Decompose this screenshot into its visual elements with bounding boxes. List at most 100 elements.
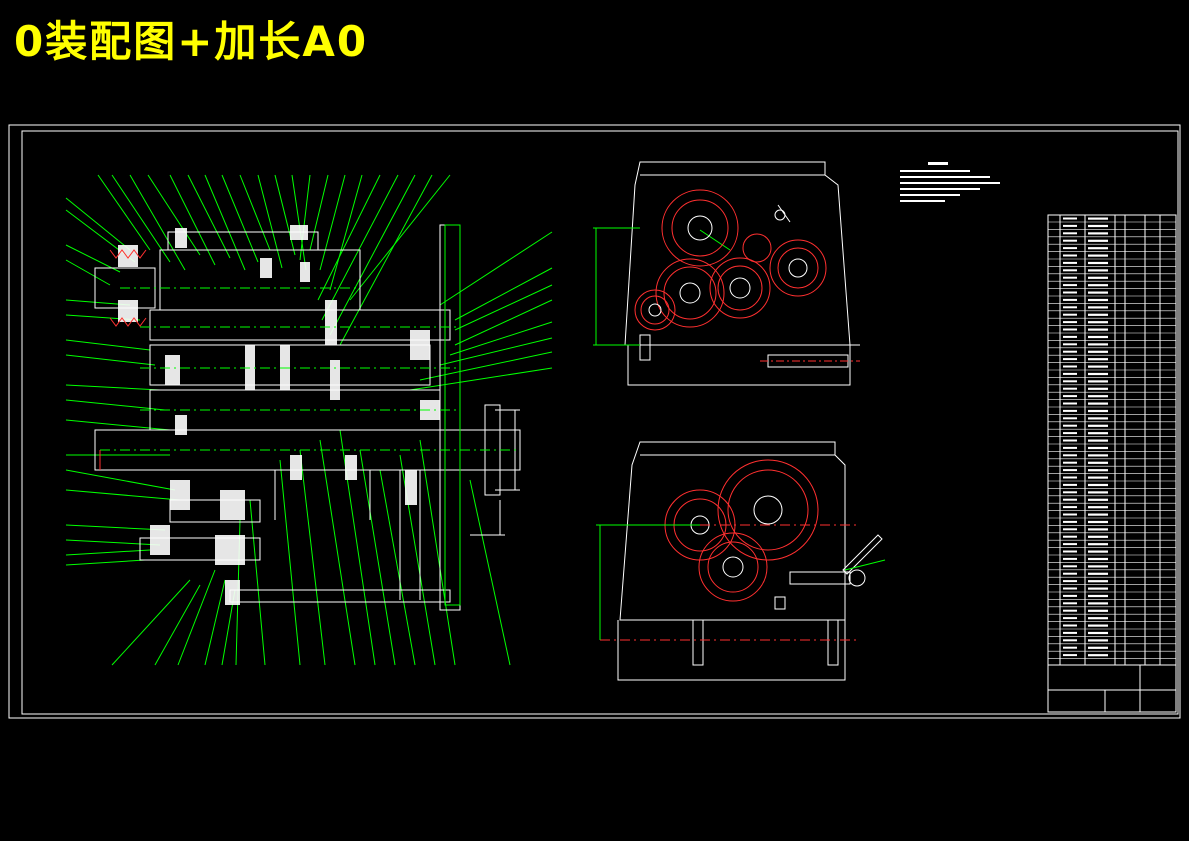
outer-frame [8,124,1181,719]
table-row-text-mark [1063,528,1077,531]
table-row-text-mark [1088,328,1108,331]
table-row-text-mark [1063,276,1077,279]
table-row-text-mark [1088,306,1108,309]
table-row-text-mark [1063,476,1077,479]
table-row-text-mark [1088,513,1108,516]
top-view-gears [634,189,827,331]
table-row-text-mark [1088,506,1108,509]
gear-hatch [118,225,440,605]
table-row-text-mark [1063,565,1077,568]
table-row-text-mark [1063,446,1077,449]
table-row-text-mark [1088,343,1108,346]
table-row-text-mark [1063,395,1077,398]
table-row-text-mark [1063,217,1077,220]
table-row-text-mark [1088,439,1108,442]
table-row-text-mark [1063,387,1077,390]
leader-lines-left [65,197,181,566]
table-row-text-mark [1088,535,1108,538]
table-row-text-mark [1088,587,1108,590]
table-row-text-mark [1063,572,1077,575]
table-row-text-mark [1088,358,1108,361]
table-row-text-mark [1063,239,1077,242]
table-row-text-mark [1063,358,1077,361]
table-row-text-mark [1063,594,1077,597]
table-row-text-mark [1063,550,1077,553]
table-row-text-mark [1088,350,1108,353]
table-row-text-mark [1063,646,1077,649]
table-row-text-mark [1088,454,1108,457]
table-row-text-mark [1088,639,1108,642]
table-row-text-mark [1088,409,1108,413]
table-row-text-mark [1063,321,1077,324]
table-row-text-mark [1063,520,1077,523]
table-row-text-mark [1088,402,1108,405]
table-row-text-mark [1088,550,1108,553]
table-row-text-mark [1063,580,1077,583]
table-row-text-mark [1088,365,1108,368]
parts-list-rows [1048,221,1176,659]
parts-list-text [1063,217,1108,657]
table-row-text-mark [1063,372,1077,375]
table-row-text-mark [1088,284,1108,287]
table-row-text-mark [1063,454,1077,457]
leader-lines-top [97,174,451,346]
top-view-notes [900,162,1000,202]
table-row-text-mark [1063,557,1077,560]
table-row-text-mark [1063,417,1077,420]
table-row-text-mark [1088,476,1108,479]
table-row-text-mark [1063,469,1077,472]
table-row-text-mark [1088,483,1108,487]
table-row-text-mark [1063,232,1077,235]
top-view-housing [620,161,860,386]
table-row-text-mark [1063,432,1077,435]
bottom-view-dimensions [596,524,886,640]
table-row-text-mark [1063,506,1077,509]
table-row-text-mark [1088,543,1108,546]
top-view-dimensions [593,227,731,346]
table-row-text-mark [1088,254,1108,257]
table-row-text-mark [1088,624,1108,627]
table-row-text-mark [1063,254,1077,257]
bottom-view-housing [600,441,883,681]
table-row-text-mark [1063,439,1077,442]
table-row-text-mark [1088,580,1108,583]
table-row-text-mark [1088,557,1108,561]
leader-lines-bottom [111,429,511,666]
inner-frame [21,130,1179,715]
table-row-text-mark [1088,424,1108,427]
table-row-text-mark [1088,269,1108,272]
table-row-text-mark [1063,609,1077,612]
table-row-text-mark [1088,572,1108,575]
table-row-text-mark [1063,284,1077,287]
table-row-text-mark [1088,491,1108,494]
table-row-text-mark [1063,328,1077,331]
table-row-text-mark [1088,395,1108,398]
table-row-text-mark [1088,276,1108,279]
table-row-text-mark [1063,543,1077,546]
table-row-text-mark [1088,594,1108,598]
table-row-text-mark [1063,498,1077,501]
drawing-title: 0装配图+加长A0 [14,17,369,66]
bottom-view-gears [664,459,860,602]
table-row-text-mark [1063,424,1077,427]
table-row-text-mark [1088,446,1108,450]
table-row-text-mark [1063,461,1077,464]
table-row-text-mark [1088,646,1108,649]
table-row-text-mark [1088,298,1108,302]
table-row-text-mark [1088,617,1108,620]
table-row-text-mark [1063,261,1077,264]
table-row-text-mark [1063,631,1077,634]
table-row-text-mark [1088,387,1108,390]
table-row-text-mark [1088,380,1108,383]
table-row-text-mark [1088,335,1108,339]
table-row-text-mark [1088,321,1108,324]
table-row-text-mark [1063,298,1077,301]
table-row-text-mark [1063,624,1077,627]
table-row-text-mark [1063,335,1077,338]
leader-lines-right [409,231,553,391]
table-row-text-mark [1063,402,1077,405]
table-row-text-mark [1063,483,1077,486]
end-view-top [593,161,1000,386]
table-row-text-mark [1088,224,1108,228]
